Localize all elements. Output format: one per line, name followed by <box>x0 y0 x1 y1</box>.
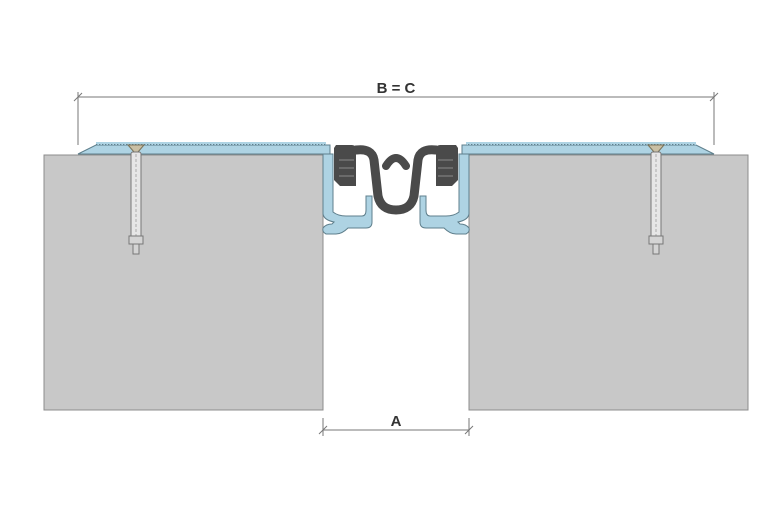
rubber-seal <box>334 145 458 215</box>
right-anchor-bolt <box>646 144 666 255</box>
left-anchor-bolt <box>126 144 146 255</box>
right-concrete-slab <box>468 154 749 411</box>
gap-width-label: A <box>391 413 402 430</box>
overall-width-label: B = C <box>377 80 416 97</box>
left-concrete-slab <box>43 154 324 411</box>
gap-width-dimension: A <box>318 413 474 436</box>
overall-width-dimension: B = C <box>73 80 719 145</box>
